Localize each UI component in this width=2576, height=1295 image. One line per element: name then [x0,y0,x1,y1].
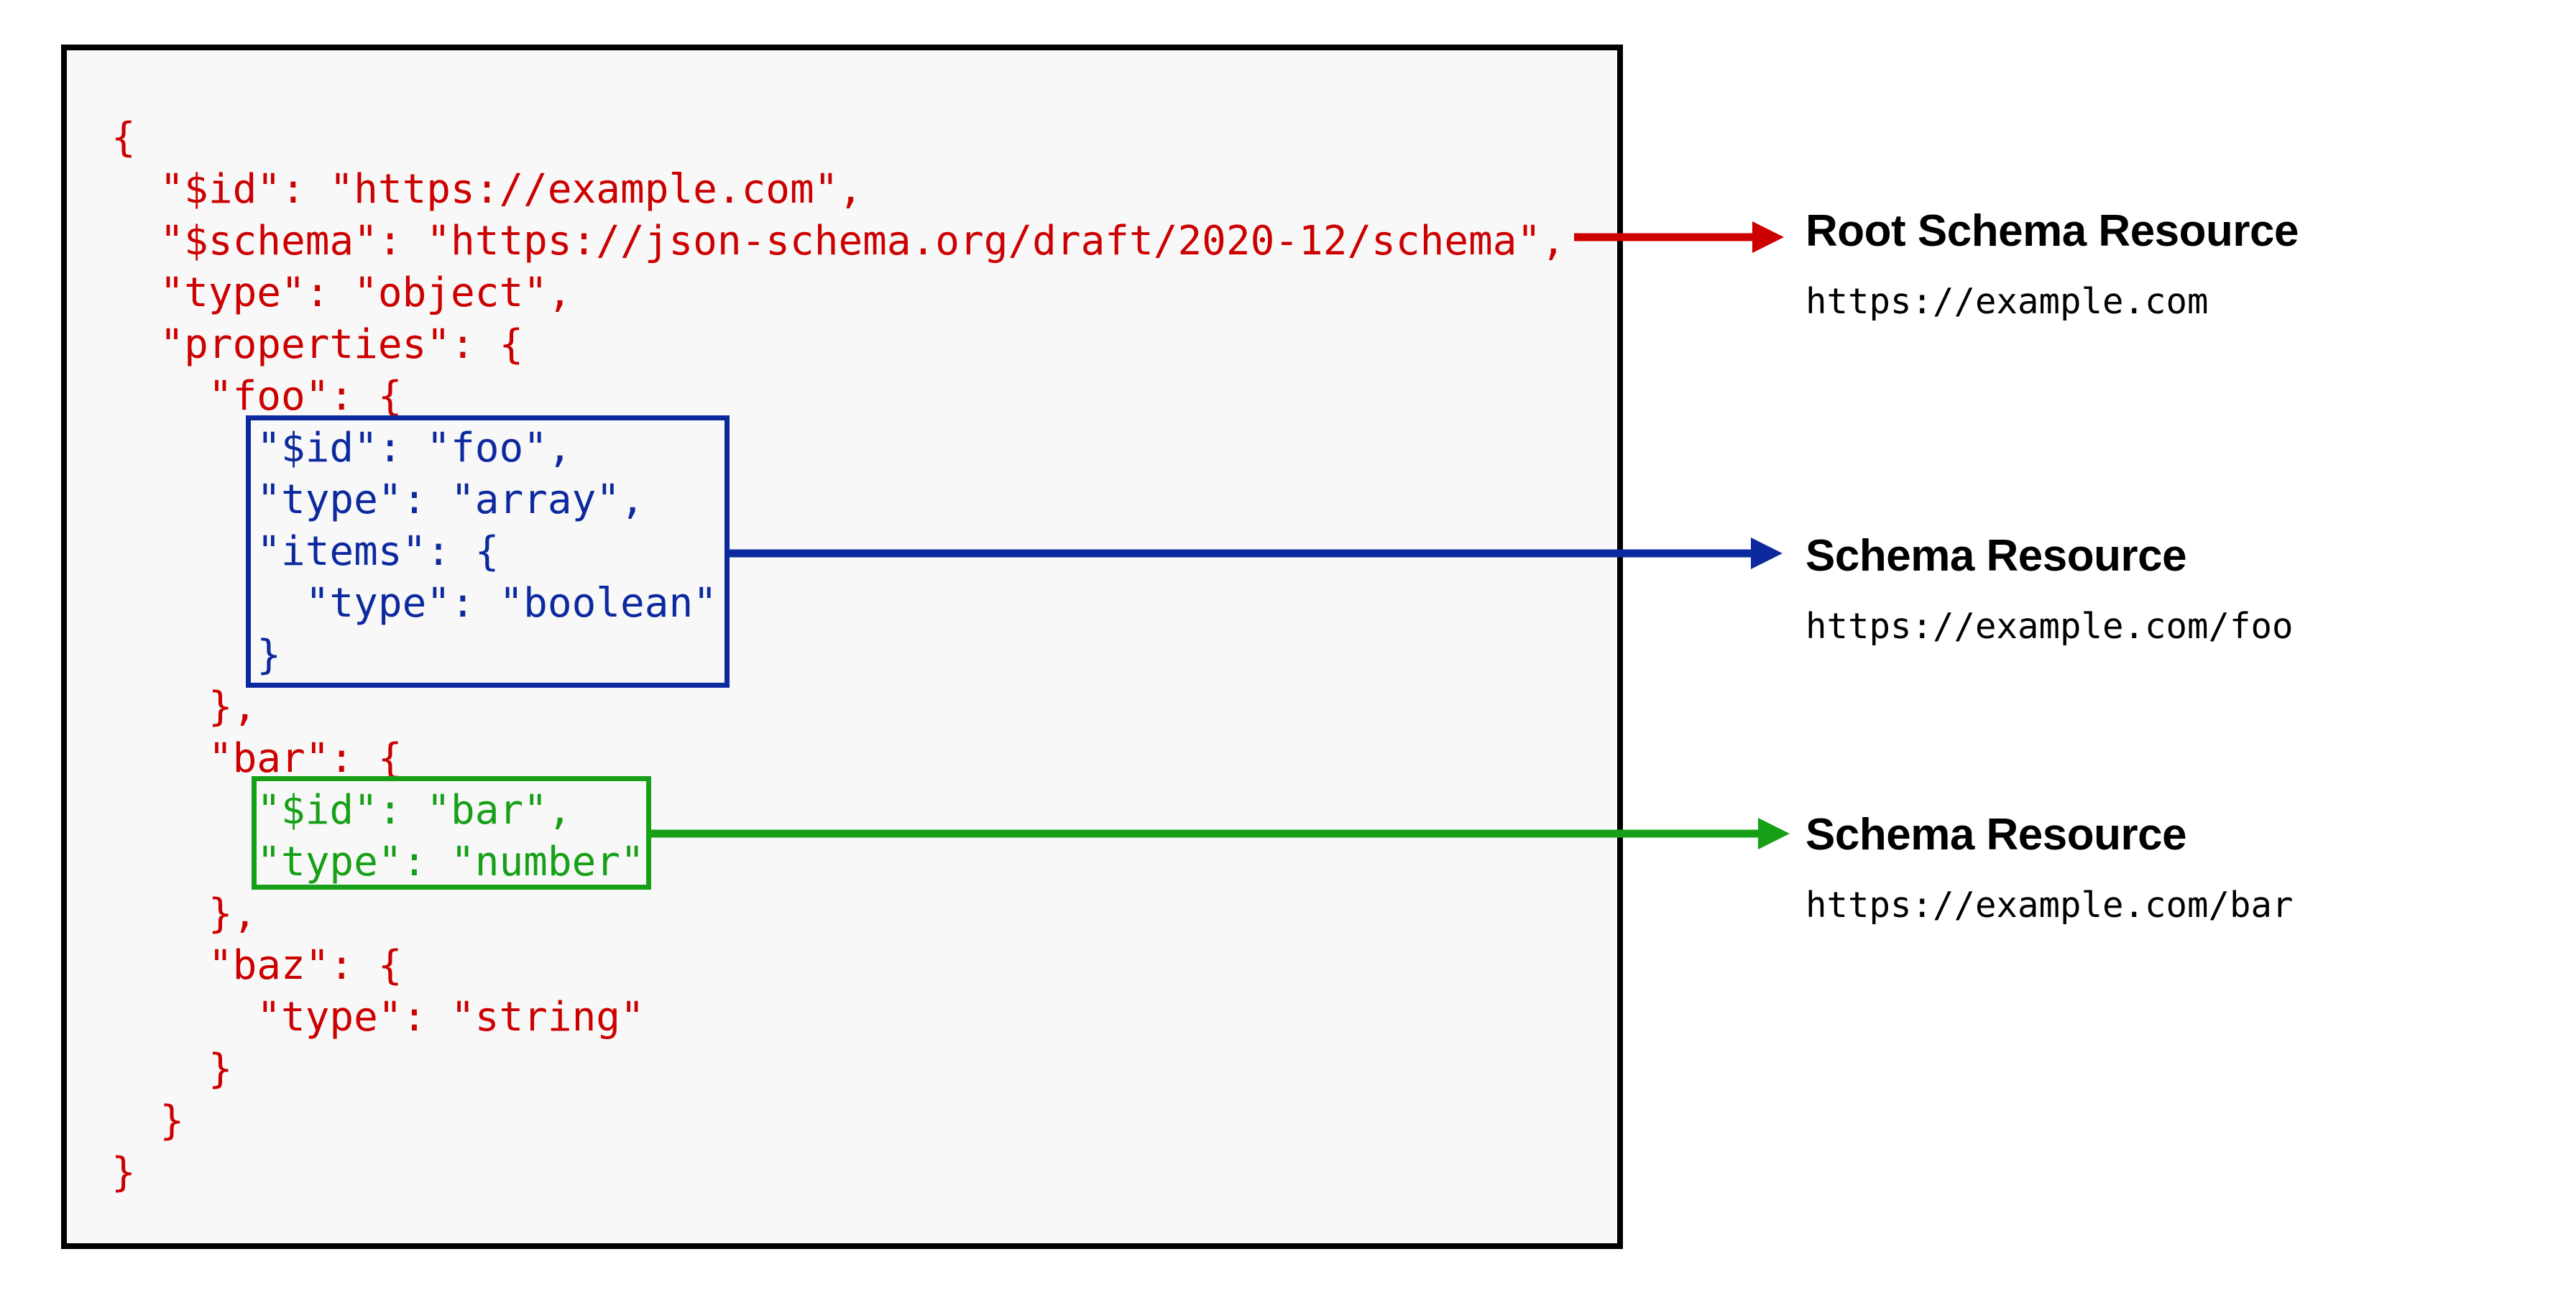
code-line: } [111,1046,233,1092]
code-line: "foo": { [111,373,402,420]
code-line: } [111,632,282,678]
arrow-schema-resource-bar [647,818,1790,849]
code-line: "$id": "foo", [111,425,572,471]
code-line: }, [111,890,257,937]
code-line: "type": "number" [111,839,645,885]
code-line: "type": "string" [111,994,645,1041]
code-line: "type": "boolean" [111,580,717,627]
code-line: { [111,114,136,161]
code-line: "properties": { [111,321,524,368]
callout-schema-resource-bar: Schema Resource https://example.com/bar [1806,809,2294,928]
code-line: "$schema": "https://json-schema.org/draf… [111,218,1565,264]
arrow-schema-resource-foo [724,538,1782,569]
callout-title: Root Schema Resource [1806,206,2299,256]
callout-url: https://example.com/foo [1806,606,2294,647]
code-line: "bar": { [111,735,402,782]
code-line: "items": { [111,528,500,575]
code-line: "type": "array", [111,476,645,523]
code-line: "$id": "bar", [111,787,572,834]
code-line: "type": "object", [111,269,572,316]
code-panel: { "$id": "https://example.com", "$schema… [61,45,1623,1249]
callout-schema-resource-foo: Schema Resource https://example.com/foo [1806,530,2294,650]
code-line: "baz": { [111,942,402,989]
json-schema-code: { "$id": "https://example.com", "$schema… [111,112,1565,1199]
callout-title: Schema Resource [1806,810,2187,860]
code-line: } [111,1097,185,1144]
code-line: "$id": "https://example.com", [111,166,863,213]
code-line: }, [111,683,257,730]
arrow-root-schema [1574,221,1784,253]
callout-url: https://example.com [1806,281,2209,322]
code-line: } [111,1149,136,1196]
callout-root-schema-resource: Root Schema Resource https://example.com [1806,206,2299,325]
callout-title: Schema Resource [1806,531,2187,581]
callout-url: https://example.com/bar [1806,885,2294,926]
